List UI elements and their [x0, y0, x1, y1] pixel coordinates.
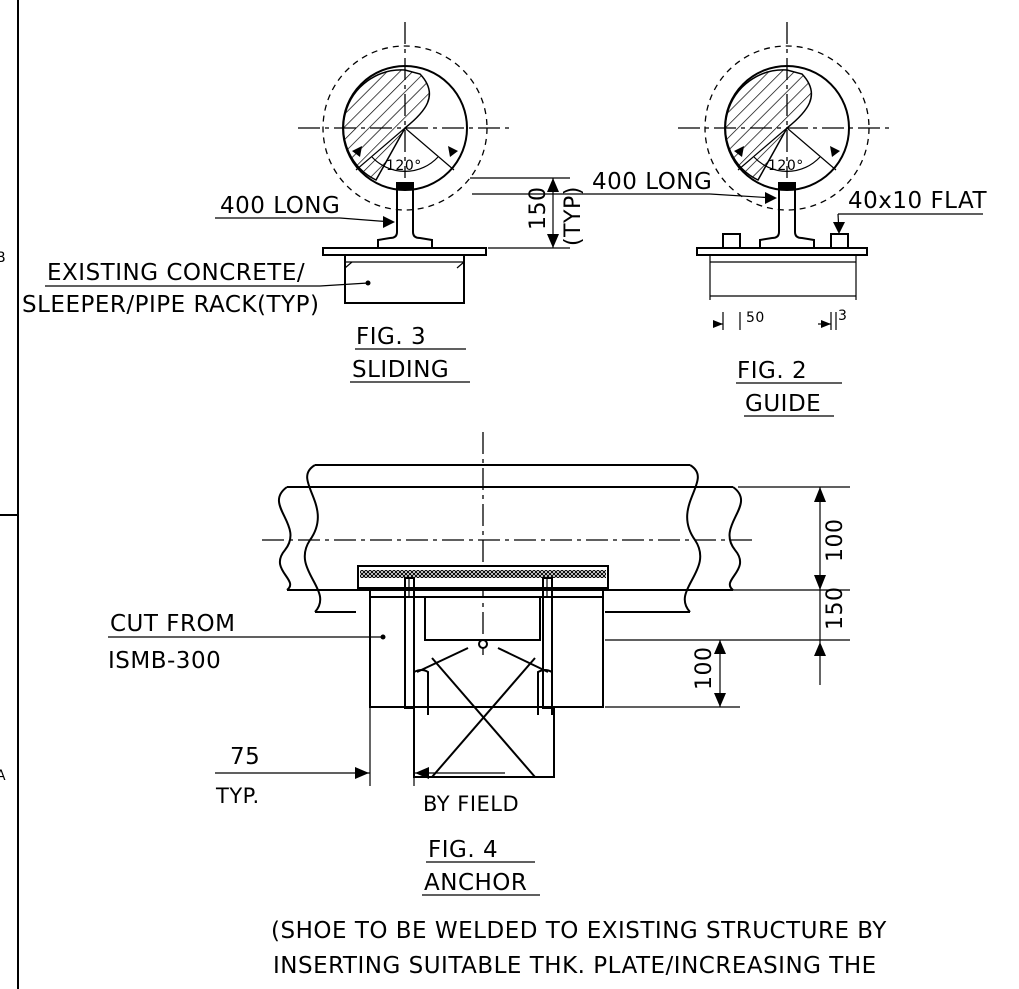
- fig2-base-plate: [696, 247, 868, 256]
- fig3-length-label: 400 LONG: [220, 193, 340, 219]
- note-line-1: (SHOE TO BE WELDED TO EXISTING STRUCTURE…: [271, 918, 887, 944]
- fig2-guide-flat-right: [830, 233, 849, 249]
- note-block: (SHOE TO BE WELDED TO EXISTING STRUCTURE…: [271, 918, 887, 979]
- zone-label-a: A: [0, 768, 6, 784]
- fig3-concrete: [344, 254, 465, 304]
- zone-label-b: B: [0, 250, 6, 266]
- fig4-cut-label-1: CUT FROM: [110, 611, 235, 637]
- fig4-dim-75: 75: [230, 744, 260, 770]
- fig3-base-note-1: EXISTING CONCRETE/: [47, 260, 305, 286]
- fig4-dim-100-top: 100: [823, 519, 848, 563]
- fig3-weld: [396, 182, 414, 190]
- fig3-fig-title: SLIDING: [352, 357, 449, 383]
- fig4-typ: TYP.: [215, 784, 260, 808]
- fig4-by-field: BY FIELD: [423, 792, 519, 816]
- fig2-guide: 120° 400 LONG 40x10 FLAT 50 3: [472, 22, 987, 417]
- fig3-base-plate: [322, 247, 487, 256]
- fig2-length-label: 400 LONG: [592, 169, 712, 195]
- fig4-fig-title: ANCHOR: [424, 870, 527, 896]
- fig2-hatch-area: [724, 69, 813, 181]
- fig2-dim-50: 50: [746, 310, 765, 326]
- fig3-insulation-circle: [322, 45, 488, 211]
- fig2-angle-label: 120°: [768, 158, 804, 174]
- fig4-dim-150: 150: [823, 587, 848, 631]
- fig4-cut-label-2: ISMB-300: [108, 648, 221, 674]
- fig3-height-note: (TYP): [561, 186, 586, 246]
- fig4-cross-2: [431, 657, 536, 778]
- fig3-fig-no: FIG. 3: [356, 324, 426, 350]
- fig2-flat-label: 40x10 FLAT: [848, 188, 987, 214]
- fig3-base-note-2: SLEEPER/PIPE RACK(TYP): [22, 292, 319, 318]
- fig3-sliding: 120° 400 LONG EXISTING CONCRETE/ SLEEPER…: [22, 22, 586, 383]
- fig3-height-dim: 150: [526, 187, 551, 231]
- fig4-fig-no: FIG. 4: [428, 837, 498, 863]
- fig2-fig-title: GUIDE: [745, 391, 821, 417]
- fig2-dim-3: 3: [838, 308, 847, 324]
- fig4-dim-100-low: 100: [692, 647, 717, 691]
- note-line-2: INSERTING SUITABLE THK. PLATE/INCREASING…: [273, 953, 877, 979]
- fig2-fig-no: FIG. 2: [737, 358, 807, 384]
- fig4-anchor: 100 150 100 CUT FROM ISMB-300 75 TYP. BY…: [108, 432, 850, 896]
- sheet-border: B A: [0, 0, 19, 989]
- fig3-angle-label: 120°: [386, 158, 422, 174]
- fig3-hatch-area: [342, 69, 431, 181]
- fig2-insulation-circle: [704, 45, 870, 211]
- fig2-guide-flat-left: [722, 233, 741, 249]
